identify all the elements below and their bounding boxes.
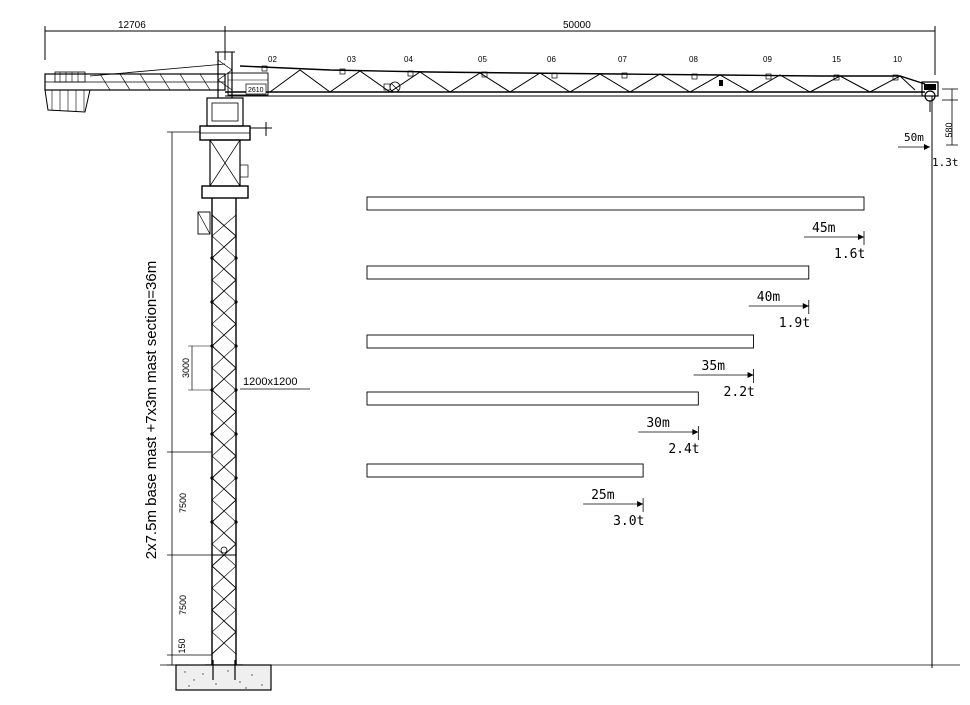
jib-section-label: 04 <box>404 55 413 64</box>
jib-section-label: 05 <box>478 55 487 64</box>
jib-section-labels: 02 03 04 05 06 07 08 09 15 10 <box>268 55 902 64</box>
mast-configuration-note: 2x7.5m base mast +7x3m mast section=36m <box>143 261 160 559</box>
tower-head <box>197 51 272 235</box>
radius-arrow <box>802 303 809 309</box>
load-entry-tip: 50m 1.3t <box>898 131 959 169</box>
hook-drop-label: 580 <box>944 122 954 137</box>
tip-radius-label: 50m <box>904 131 924 144</box>
radius-arrow <box>747 372 754 378</box>
load-bar <box>366 265 810 280</box>
counterjib <box>44 63 226 113</box>
mast: 1200x1200 <box>205 198 310 666</box>
tip-load-label: 1.3t <box>932 156 959 169</box>
radius-label: 40m <box>757 290 781 305</box>
radius-label: 35m <box>702 359 726 374</box>
jib-section-label: 09 <box>763 55 772 64</box>
jib-section-label: 10 <box>893 55 902 64</box>
load-label: 1.6t <box>834 247 865 262</box>
jib-length-label: 50000 <box>563 20 591 31</box>
mast-section-height-label: 3000 <box>181 358 191 378</box>
radius-label: 45m <box>812 221 836 236</box>
load-bar <box>366 334 755 349</box>
load-label: 3.0t <box>613 514 644 529</box>
base-section-height-label: 7500 <box>178 595 188 615</box>
radius-label: 25m <box>591 488 615 503</box>
jib-section-label: 02 <box>268 55 277 64</box>
jib-section-label: 03 <box>347 55 356 64</box>
load-bar <box>366 196 865 211</box>
counterjib-length-label: 12706 <box>118 20 146 31</box>
jib-section-label: 15 <box>832 55 841 64</box>
load-chart: 45m 1.6t 40m 1.9t 35m 2.2t 30m 2.4t 25m 3.0t <box>366 196 865 529</box>
load-label: 1.9t <box>779 316 810 331</box>
load-bar <box>366 463 644 478</box>
foundation <box>160 660 960 691</box>
load-bar <box>366 391 699 406</box>
base-section-height-label: 7500 <box>178 493 188 513</box>
load-label: 2.4t <box>668 442 699 457</box>
top-dimension-line: 12706 50000 <box>44 20 936 75</box>
radius-arrow <box>637 501 644 507</box>
jib-section-label: 07 <box>618 55 627 64</box>
cab-height-label: 2610 <box>248 87 264 94</box>
radius-arrow <box>858 234 864 240</box>
jib-section-label: 06 <box>547 55 556 64</box>
radius-label: 30m <box>646 416 670 431</box>
radius-arrow <box>692 429 699 435</box>
load-label: 2.2t <box>724 385 755 400</box>
foundation-height-label: 150 <box>177 638 187 653</box>
mast-size-label: 1200x1200 <box>243 376 297 388</box>
vertical-dimensions: 3000 7500 7500 150 2x7.5m base mast +7x3… <box>143 131 212 666</box>
jib-section-label: 08 <box>689 55 698 64</box>
jib: 2610 <box>225 65 926 97</box>
trolley-hook: 580 <box>921 81 958 668</box>
